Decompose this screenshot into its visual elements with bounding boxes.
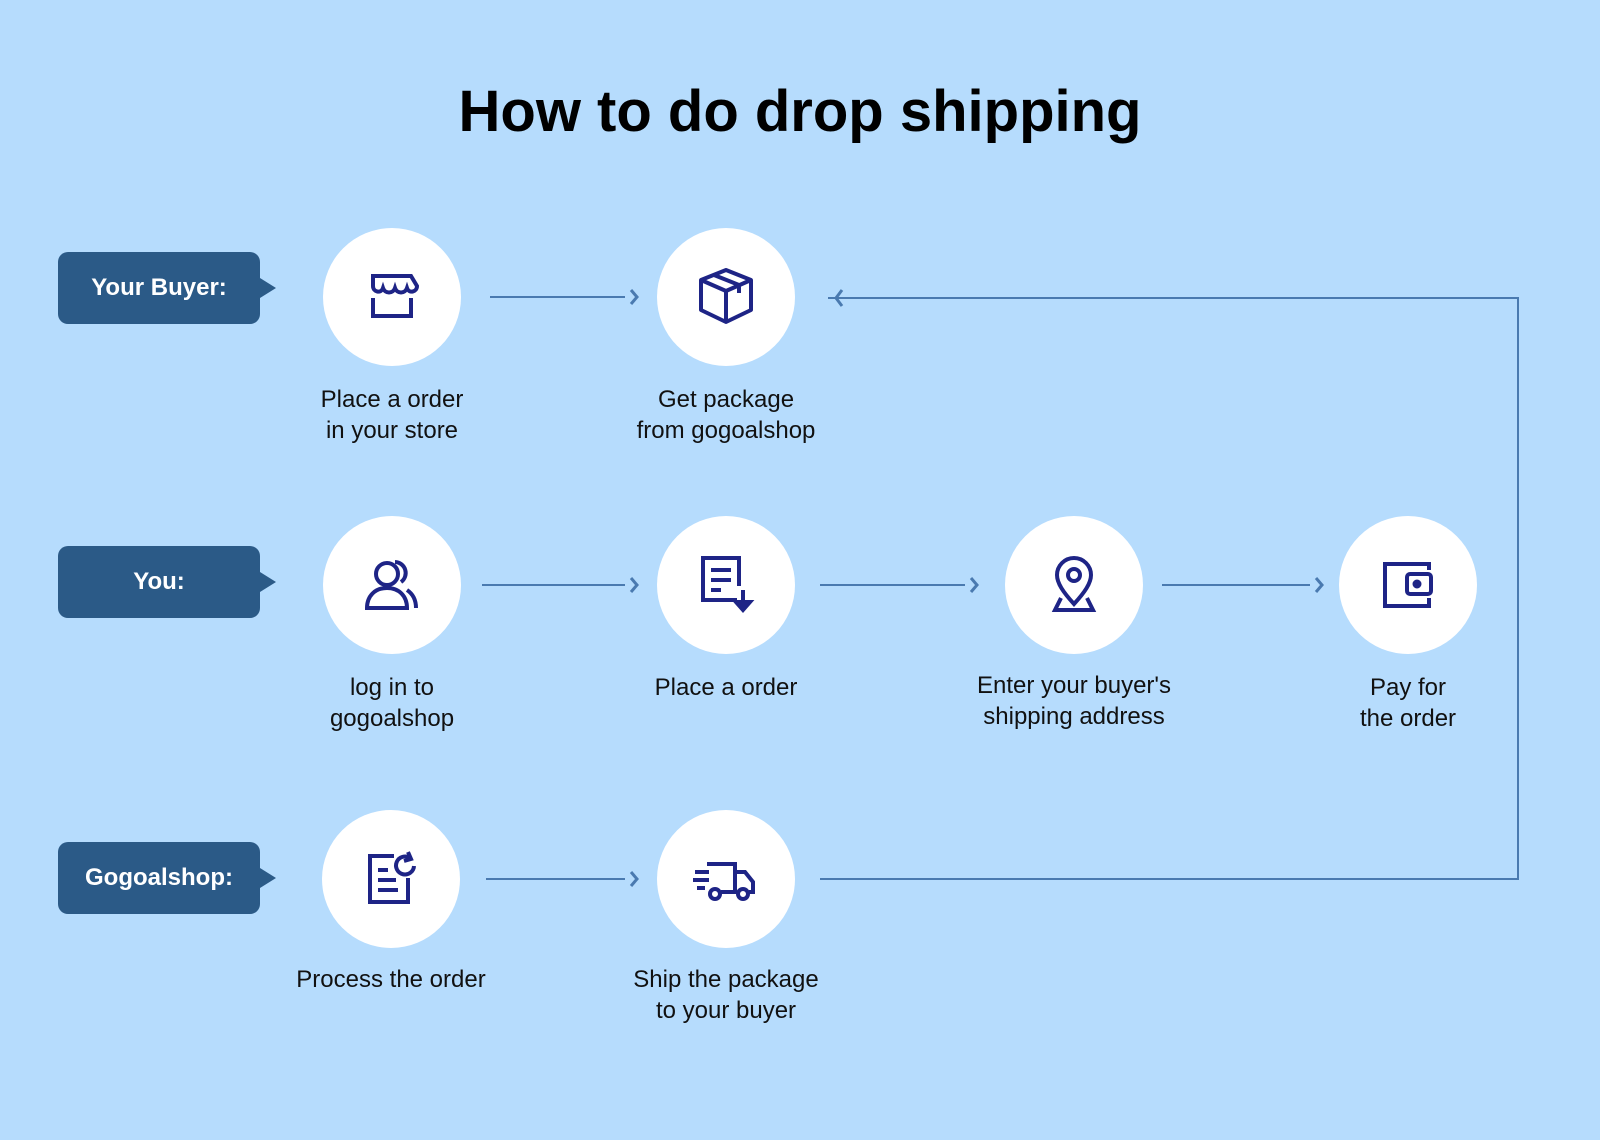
arrow-gogoal-1 xyxy=(486,871,639,887)
role-gogoalshop: Gogoalshop: xyxy=(58,842,276,914)
process-document-icon xyxy=(322,810,460,948)
step-caption: Process the order xyxy=(296,966,486,993)
role-your-buyer: Your Buyer: xyxy=(58,252,276,324)
location-pin-icon xyxy=(1005,516,1143,654)
arrow-you-1 xyxy=(482,577,639,593)
package-icon xyxy=(657,228,795,366)
return-line xyxy=(820,289,1519,880)
user-icon xyxy=(323,516,461,654)
order-download-icon xyxy=(657,516,795,654)
store-icon xyxy=(323,228,461,366)
role-you: You: xyxy=(58,546,276,618)
delivery-truck-icon xyxy=(657,810,795,948)
arrow-buyer-1 xyxy=(490,289,639,305)
page-title: How to do drop shipping xyxy=(458,79,1142,144)
arrow-you-3 xyxy=(1162,577,1324,593)
arrow-you-2 xyxy=(820,577,979,593)
wallet-icon xyxy=(1339,516,1477,654)
step-caption: Place a order xyxy=(654,674,798,701)
